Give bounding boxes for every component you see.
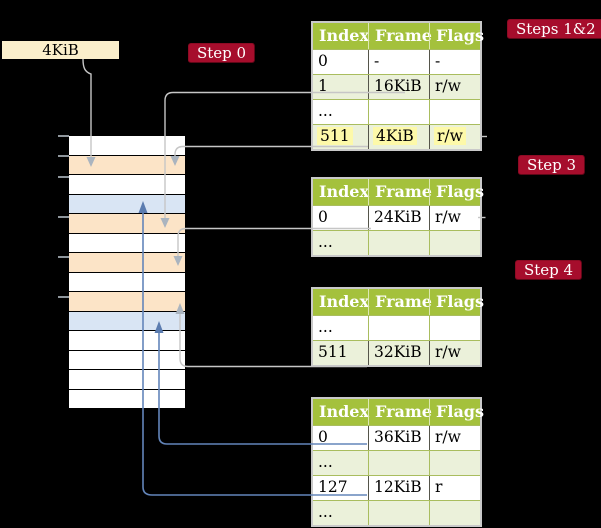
table-cell [368, 450, 429, 475]
table-header-cell: Flags [429, 289, 484, 315]
table-cell: 32KiB [368, 340, 429, 365]
table-cell: ... [318, 502, 333, 521]
table-cell: r/w [429, 124, 480, 149]
table-header-cell: Frame [368, 289, 432, 315]
table-row: ... [313, 499, 480, 525]
table-row: ... [313, 315, 480, 340]
table-header-cell: Index [319, 182, 370, 201]
table-cell [368, 500, 429, 525]
table-cell: - [429, 50, 480, 74]
memory-row-8-pagetable [69, 292, 185, 312]
table-cell: 12KiB [368, 475, 429, 500]
memory-row-6-pagetable [69, 253, 185, 273]
table-row: ... [313, 229, 480, 255]
memory-row-4-pagetable [69, 214, 185, 234]
table-cell: 1 [318, 76, 328, 95]
memory-row-12-free [69, 370, 185, 390]
table-cell [429, 99, 480, 124]
table-cell: 16KiB [368, 74, 429, 99]
memory-row-13-free [69, 389, 185, 409]
table-cell [429, 316, 480, 340]
table-cell: ... [318, 232, 333, 251]
table-header-cell: Flags [429, 23, 484, 49]
frame-4kib-box: 4KiB [2, 41, 119, 59]
step-4-badge: Step 4 [515, 260, 583, 280]
memory-row-9-page [69, 311, 185, 331]
highlighted-value: 511 [317, 126, 353, 145]
table-row: ... [313, 449, 480, 475]
address-tick [58, 216, 69, 218]
highlighted-value: r/w [434, 126, 466, 145]
memory-row-5-free [69, 233, 185, 253]
address-tick [58, 296, 69, 298]
table-header-cell: Frame [368, 23, 432, 49]
table-cell [368, 316, 429, 340]
table-header-cell: Index [319, 292, 370, 311]
address-tick [58, 176, 69, 178]
table-header-cell: Index [319, 26, 370, 45]
table-header-cell: Index [319, 402, 370, 421]
memory-row-1-pagetable [69, 155, 185, 175]
table-cell: 24KiB [368, 206, 429, 230]
memory-row-0-free [69, 136, 185, 156]
table-cell: r/w [429, 206, 480, 230]
table-cell: r [429, 475, 480, 500]
physical-memory-column [69, 135, 185, 409]
table-cell: 36KiB [368, 426, 429, 450]
table-cell: ... [318, 101, 333, 120]
table-cell: 511 [318, 342, 348, 361]
table-row: 511 4KiB r/w [313, 123, 480, 149]
table-cell [368, 99, 429, 124]
table-cell: 0 [318, 208, 328, 226]
memory-row-10-free [69, 331, 185, 351]
table-row: 0 -- [313, 49, 480, 74]
table-cell: ... [318, 318, 333, 336]
step-0-badge: Step 0 [188, 43, 256, 63]
table-cell: - [368, 50, 429, 74]
table-cell [429, 230, 480, 255]
table-cell: r/w [429, 340, 480, 365]
table-cell [429, 500, 480, 525]
step-3-badge: Step 3 [518, 155, 586, 175]
address-tick [58, 155, 69, 157]
memory-row-11-free [69, 350, 185, 370]
table-header-cell: Frame [368, 179, 432, 205]
highlighted-value: 4KiB [373, 126, 417, 145]
steps-1-2-badge: Steps 1&2 [507, 19, 601, 39]
table-row: ... [313, 98, 480, 124]
table-cell [368, 230, 429, 255]
table-cell: 0 [318, 428, 328, 446]
table-cell: ... [318, 452, 333, 471]
table-cell: r/w [429, 74, 480, 99]
table-cell: r/w [429, 426, 480, 450]
memory-row-2-free [69, 175, 185, 195]
table-cell [429, 450, 480, 475]
table-header-cell: Flags [429, 399, 484, 425]
table-cell: 0 [318, 52, 328, 70]
memory-row-7-free [69, 272, 185, 292]
table-header-cell: Frame [368, 399, 432, 425]
table-cell: 511 [313, 125, 368, 149]
frame-4kib-label: 4KiB [42, 41, 79, 59]
table-cell: 127 [318, 477, 348, 496]
table-header-cell: Flags [429, 179, 484, 205]
address-tick [58, 135, 69, 137]
address-tick [58, 256, 69, 258]
memory-row-3-page [69, 194, 185, 214]
table-cell: 4KiB [368, 124, 429, 149]
